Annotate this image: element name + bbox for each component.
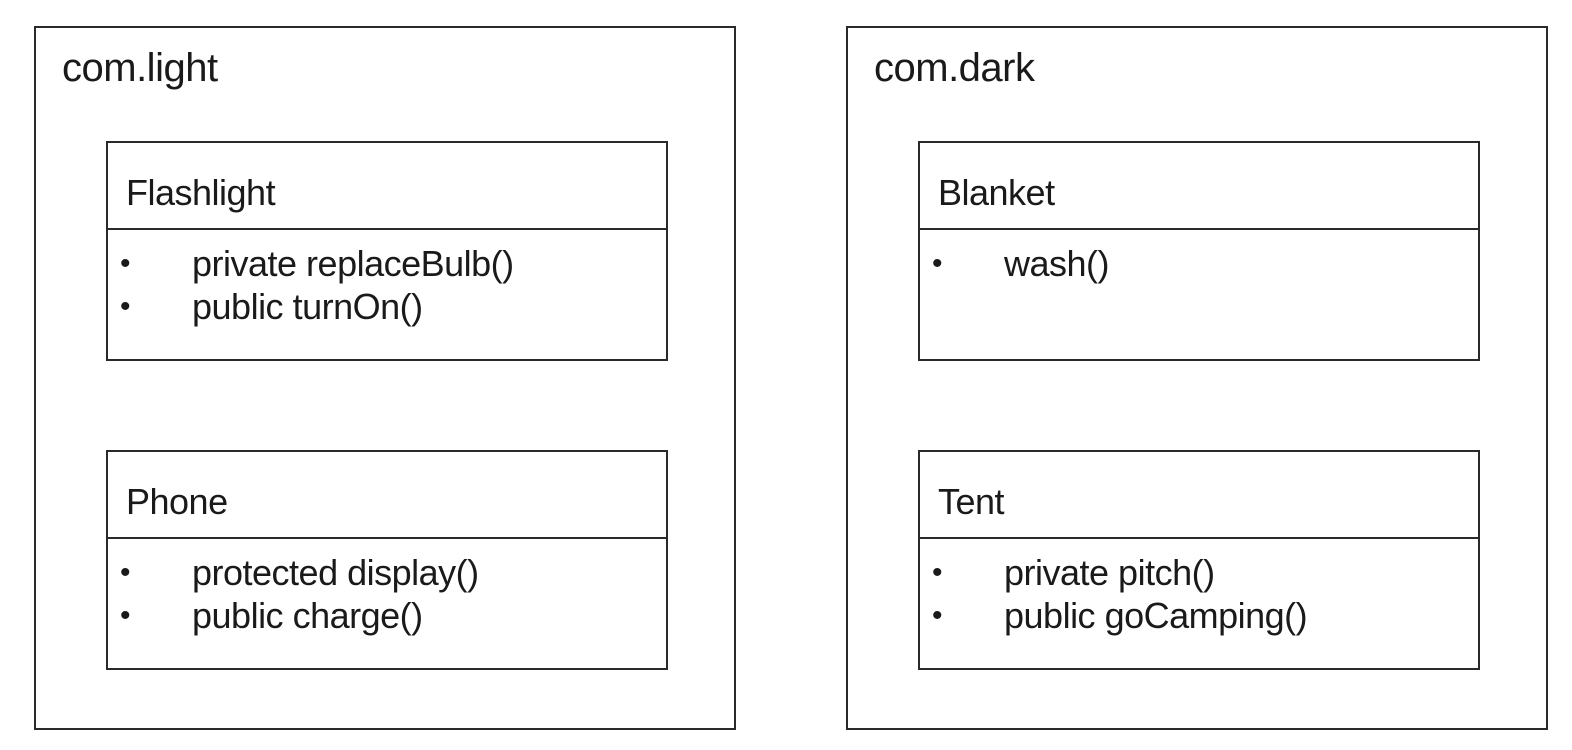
- bullet-icon: •: [120, 247, 131, 280]
- method-signature: private pitch(): [1004, 552, 1215, 593]
- method-signature: private replaceBulb(): [192, 243, 514, 284]
- method-signature: public charge(): [192, 595, 423, 636]
- class-box-tent: Tent • private pitch() • public goCampin…: [918, 450, 1480, 670]
- class-name: Flashlight: [108, 143, 666, 230]
- method-item: • protected display(): [108, 551, 666, 594]
- method-item: • private replaceBulb(): [108, 242, 666, 285]
- class-box-flashlight: Flashlight • private replaceBulb() • pub…: [106, 141, 668, 361]
- method-list: • wash(): [920, 230, 1478, 285]
- class-name: Blanket: [920, 143, 1478, 230]
- class-box-blanket: Blanket • wash(): [918, 141, 1480, 361]
- method-signature: public goCamping(): [1004, 595, 1308, 636]
- bullet-icon: •: [932, 556, 943, 589]
- class-name: Tent: [920, 452, 1478, 539]
- method-item: • private pitch(): [920, 551, 1478, 594]
- bullet-icon: •: [932, 247, 943, 280]
- method-list: • protected display() • public charge(): [108, 539, 666, 637]
- method-item: • wash(): [920, 242, 1478, 285]
- package-com-dark: com.dark Blanket • wash() Tent • private…: [846, 26, 1548, 730]
- method-item: • public goCamping(): [920, 594, 1478, 637]
- bullet-icon: •: [120, 556, 131, 589]
- package-title: com.light: [62, 46, 218, 90]
- method-signature: public turnOn(): [192, 286, 423, 327]
- method-signature: protected display(): [192, 552, 479, 593]
- package-com-light: com.light Flashlight • private replaceBu…: [34, 26, 736, 730]
- bullet-icon: •: [120, 599, 131, 632]
- bullet-icon: •: [120, 290, 131, 323]
- method-item: • public turnOn(): [108, 285, 666, 328]
- class-name: Phone: [108, 452, 666, 539]
- method-list: • private pitch() • public goCamping(): [920, 539, 1478, 637]
- bullet-icon: •: [932, 599, 943, 632]
- class-box-phone: Phone • protected display() • public cha…: [106, 450, 668, 670]
- package-title: com.dark: [874, 46, 1035, 90]
- method-list: • private replaceBulb() • public turnOn(…: [108, 230, 666, 328]
- method-item: • public charge(): [108, 594, 666, 637]
- method-signature: wash(): [1004, 243, 1110, 284]
